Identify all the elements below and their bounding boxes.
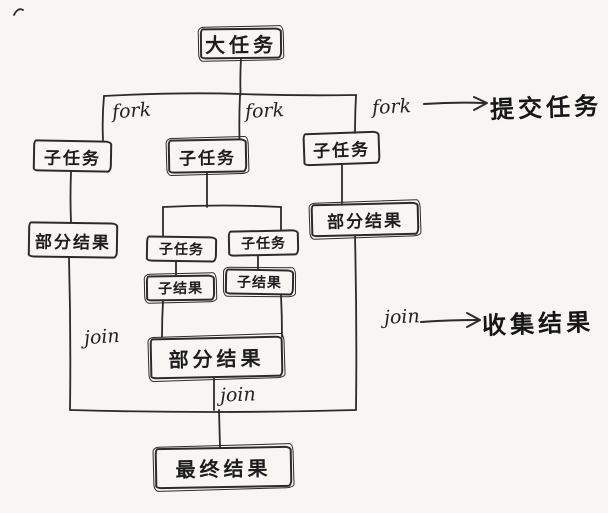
fork-label-left: fork bbox=[111, 98, 152, 124]
join-arrow-icon bbox=[420, 312, 481, 328]
fork-arrow-icon bbox=[423, 96, 488, 111]
node-sub-result-right: 子结果 bbox=[224, 268, 295, 296]
node-partial-result-mid: 部分结果 bbox=[149, 335, 284, 380]
node-sub-subtask-left: 子任务 bbox=[145, 235, 218, 263]
node-partial-result-right: 部分结果 bbox=[310, 201, 420, 238]
node-subtask-mid: 子任务 bbox=[167, 138, 248, 174]
fork-annotation: 提交任务 bbox=[489, 92, 603, 124]
node-big-task: 大任务 bbox=[199, 27, 283, 60]
join-label-bottom: join bbox=[219, 383, 257, 407]
pen-mark bbox=[13, 8, 24, 16]
fork-label-mid: fork bbox=[244, 98, 285, 124]
join-label-left: join bbox=[83, 324, 121, 350]
fork-label-right: fork bbox=[371, 94, 412, 120]
join-annotation: 收集结果 bbox=[481, 308, 595, 340]
node-partial-result-left: 部分结果 bbox=[27, 221, 119, 259]
join-label-right: join bbox=[383, 305, 421, 329]
node-final-result: 最终结果 bbox=[154, 445, 293, 490]
node-sub-subtask-right: 子任务 bbox=[227, 229, 300, 257]
node-sub-result-left: 子结果 bbox=[145, 274, 216, 302]
node-subtask-left: 子任务 bbox=[32, 139, 113, 173]
node-subtask-right: 子任务 bbox=[302, 130, 381, 167]
